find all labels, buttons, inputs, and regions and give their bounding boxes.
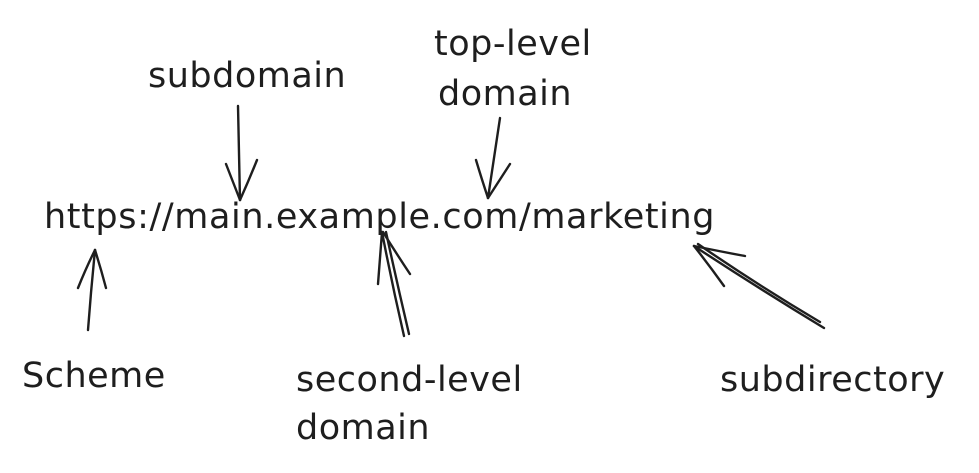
url-text: https://main.example.com/marketing	[44, 197, 716, 237]
scheme-label: Scheme	[22, 356, 166, 396]
subdirectory-label: subdirectory	[720, 360, 946, 400]
second-level-domain-label-line1: second-level	[296, 360, 523, 400]
subdomain-arrow	[224, 104, 259, 202]
scheme-arrow	[76, 248, 108, 332]
subdomain-label: subdomain	[148, 56, 347, 96]
second-level-domain-arrow	[376, 230, 412, 338]
subdirectory-arrow	[692, 242, 826, 330]
top-level-domain-label-line1: top-level	[434, 24, 592, 64]
top-level-domain-label-line2: domain	[438, 74, 573, 114]
second-level-domain-label-line2: domain	[296, 408, 431, 448]
top-level-domain-arrow	[474, 116, 512, 200]
